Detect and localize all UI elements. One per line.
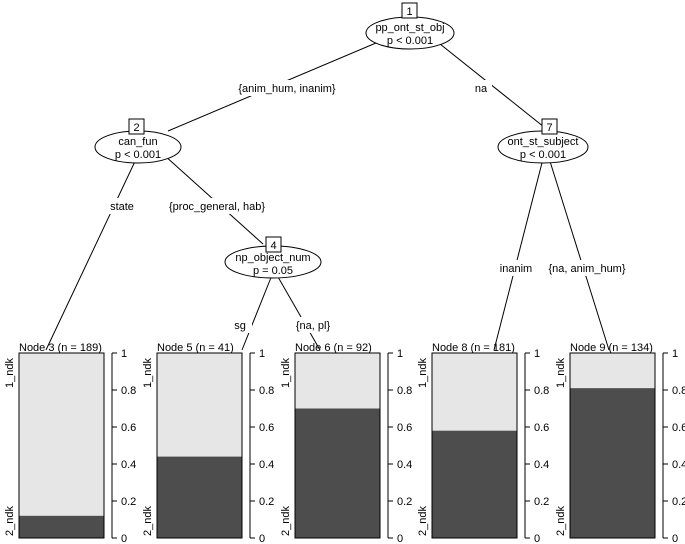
edge-label: {na, pl} (296, 320, 331, 332)
category-label-1-ndk: 1_ndk (417, 358, 429, 388)
bar-segment-1-ndk (432, 353, 517, 431)
y-axis-tick-label: 0.2 (259, 496, 274, 508)
inner-node-4: 4 np_object_num p = 0.05 (224, 236, 322, 279)
inner-node-2: 2 can_fun p < 0.001 (94, 118, 182, 164)
y-axis-tick-label: 0.8 (259, 385, 274, 397)
edge-2-3 (45, 154, 139, 351)
y-axis-tick-label: 0 (534, 533, 540, 544)
bar-frame (431, 352, 518, 539)
edge-label: sg (234, 320, 246, 332)
category-label-2-ndk: 2_ndk (280, 506, 292, 536)
y-axis-tick-label: 0.6 (121, 422, 136, 434)
y-axis-tick-label: 0.8 (397, 385, 412, 397)
y-axis-tick-label: 0.2 (534, 496, 549, 508)
inner-node-7: 7 ont_st_subject p < 0.001 (497, 118, 589, 164)
tree-edges (45, 39, 610, 351)
edge-4-6 (273, 269, 321, 351)
node-pvalue: p = 0.05 (253, 265, 293, 277)
category-label-2-ndk: 2_ndk (417, 506, 429, 536)
bar-segment-1-ndk (570, 353, 655, 389)
node-pvalue: p < 0.001 (387, 35, 433, 47)
edge-labels: {anim_hum, inanim} na state {proc_genera… (103, 80, 629, 333)
y-axis-tick-label: 0.2 (397, 496, 412, 508)
bar-segment-1-ndk (19, 353, 104, 516)
bar-frame (18, 352, 105, 539)
edge-label: na (475, 83, 488, 95)
node-variable: np_object_num (235, 252, 310, 264)
bar-frame (569, 352, 656, 539)
bar-segment-2-ndk (19, 515, 104, 538)
bar-segment-2-ndk (157, 456, 242, 538)
node-variable: pp_ont_st_obj (375, 22, 444, 34)
category-label-1-ndk: 1_ndk (4, 358, 16, 388)
y-axis-tick-label: 1 (672, 348, 678, 360)
node-pvalue: p < 0.001 (520, 149, 566, 161)
bar-segment-2-ndk (432, 430, 517, 538)
y-axis-tick-label: 0.4 (672, 459, 685, 471)
y-axis-tick-label: 0.2 (672, 496, 685, 508)
category-label-1-ndk: 1_ndk (555, 358, 567, 388)
y-axis-tick-label: 0.2 (121, 496, 136, 508)
node-variable: ont_st_subject (508, 136, 579, 148)
y-axis-tick-label: 1 (259, 348, 265, 360)
terminal-panels: Node 3 (n = 189) 1 0.8 0.6 0.4 0.2 0 1_ndk 2_ndk… (4, 342, 685, 544)
node-id: 7 (546, 122, 552, 134)
terminal-node-title: Node 5 (n = 41) (157, 342, 234, 354)
y-axis-tick-label: 0.6 (672, 422, 685, 434)
inner-node-1: 1 pp_ont_st_obj p < 0.001 (365, 2, 455, 50)
bar-segment-1-ndk (157, 353, 242, 457)
category-label-2-ndk: 2_ndk (4, 506, 16, 536)
edge-7-8 (493, 154, 545, 351)
terminal-node-title: Node 9 (n = 134) (570, 342, 653, 354)
edge-label: state (110, 201, 134, 213)
bar-segment-2-ndk (570, 388, 655, 538)
edge-label: {na, anim_hum} (548, 263, 625, 275)
y-axis-tick-label: 1 (534, 348, 540, 360)
y-axis-tick-label: 0.4 (121, 459, 136, 471)
node-id: 4 (270, 240, 276, 252)
edge-7-9 (547, 154, 610, 351)
y-axis-tick-label: 0.8 (672, 385, 685, 397)
y-axis-tick-label: 0 (121, 533, 127, 544)
terminal-node-title: Node 8 (n = 181) (432, 342, 515, 354)
y-axis-tick-label: 1 (397, 348, 403, 360)
bar-segment-1-ndk (295, 353, 380, 409)
terminal-node-title: Node 3 (n = 189) (19, 342, 102, 354)
edge-label: {anim_hum, inanim} (238, 83, 336, 95)
edge-4-5 (241, 269, 275, 351)
node-id: 1 (406, 6, 412, 18)
y-axis-tick-label: 0.4 (534, 459, 549, 471)
y-axis-tick-label: 0.4 (259, 459, 274, 471)
y-axis-tick-label: 0 (672, 533, 678, 544)
edge-label: inanim (500, 263, 532, 275)
terminal-node-title: Node 6 (n = 92) (295, 342, 372, 354)
node-pvalue: p < 0.001 (115, 149, 161, 161)
bar-frame (294, 352, 381, 539)
y-axis-tick-label: 0.8 (534, 385, 549, 397)
bar-frame (156, 352, 243, 539)
y-axis-tick-label: 0.4 (397, 459, 412, 471)
y-axis-tick-label: 0.6 (397, 422, 412, 434)
y-axis-tick-label: 0 (259, 533, 265, 544)
y-axis-tick-label: 0.8 (121, 385, 136, 397)
y-axis-tick-label: 0.6 (534, 422, 549, 434)
category-label-2-ndk: 2_ndk (555, 506, 567, 536)
y-axis-tick-label: 0.6 (259, 422, 274, 434)
node-variable: can_fun (118, 136, 157, 148)
category-label-1-ndk: 1_ndk (142, 358, 154, 388)
y-axis-tick-label: 1 (121, 348, 127, 360)
category-label-2-ndk: 2_ndk (142, 506, 154, 536)
category-label-1-ndk: 1_ndk (280, 358, 292, 388)
bar-segment-2-ndk (295, 408, 380, 538)
y-axis-tick-label: 0 (397, 533, 403, 544)
node-id: 2 (133, 122, 139, 134)
edge-label: {proc_general, hab} (169, 201, 265, 213)
